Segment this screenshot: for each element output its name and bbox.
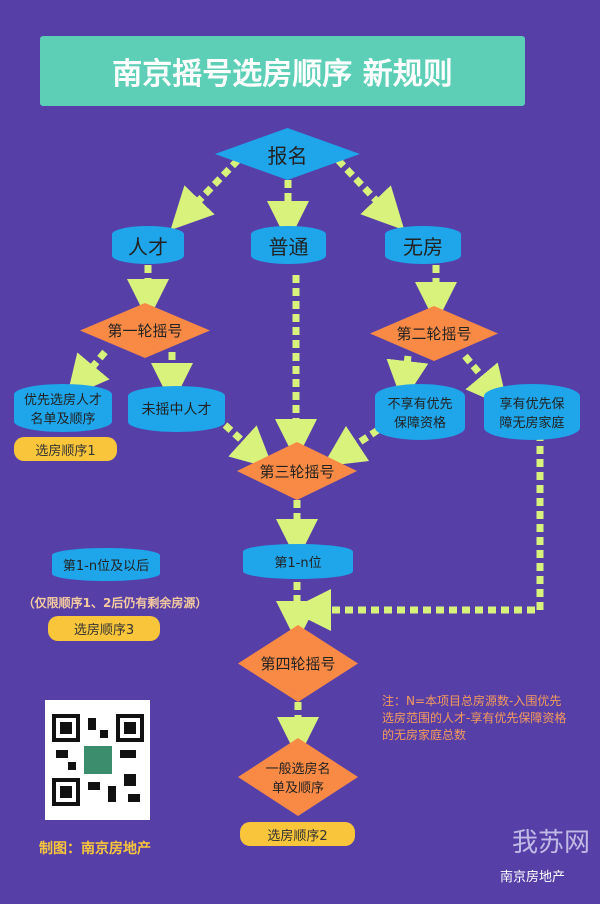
general-list-diamond: 一般选房名单及顺序 — [238, 738, 358, 816]
round3-label: 第三轮摇号 — [259, 462, 335, 481]
no-priority-node: 不享有优先保障资格 — [375, 384, 465, 440]
order2-badge: 选房顺序2 — [240, 822, 355, 846]
qr-code-pattern — [51, 714, 144, 806]
signup-diamond: 报名 — [215, 128, 360, 180]
rank-1n-after-node: 第1-n位及以后 — [52, 548, 160, 581]
round2-diamond: 第二轮摇号 — [370, 306, 498, 361]
unselected-talent-node: 未摇中人才 — [128, 386, 225, 432]
talent-node: 人才 — [112, 226, 184, 264]
watermark-site: 我苏网 — [511, 828, 590, 858]
signup-label: 报名 — [267, 143, 308, 168]
order1-badge: 选房顺序1 — [14, 437, 117, 461]
note-text: 注：N=本项目总房源数-入围优先选房范围的人才-享有优先保障资格的无房家庭总数 — [382, 693, 567, 742]
priority-talent-node: 优先选房人才名单及顺序 — [14, 384, 112, 432]
credit-text: 制图：南京房地产 — [39, 841, 151, 857]
round1-label: 第一轮摇号 — [107, 322, 183, 340]
rank-1n-node: 第1-n位 — [243, 544, 353, 579]
ordinary-node: 普通 — [251, 226, 326, 264]
round2-label: 第二轮摇号 — [396, 325, 472, 343]
page-title: 南京摇号选房顺序 新规则 — [40, 36, 525, 106]
round1-diamond: 第一轮摇号 — [80, 303, 210, 358]
priority-family-node: 享有优先保障无房家庭 — [484, 384, 580, 440]
qr-code — [45, 700, 150, 820]
order3-badge: 选房顺序3 — [48, 616, 160, 641]
round4-diamond: 第四轮摇号 — [238, 625, 358, 702]
general-list-label: 一般选房名单及顺序 — [265, 762, 331, 796]
round3-diamond: 第三轮摇号 — [237, 442, 357, 500]
no-house-node: 无房 — [385, 226, 461, 264]
watermark-account: 南京房地产 — [499, 870, 565, 885]
round4-label: 第四轮摇号 — [260, 655, 336, 673]
order3-condition: （仅限顺序1、2后仍有剩余房源） — [22, 595, 208, 610]
